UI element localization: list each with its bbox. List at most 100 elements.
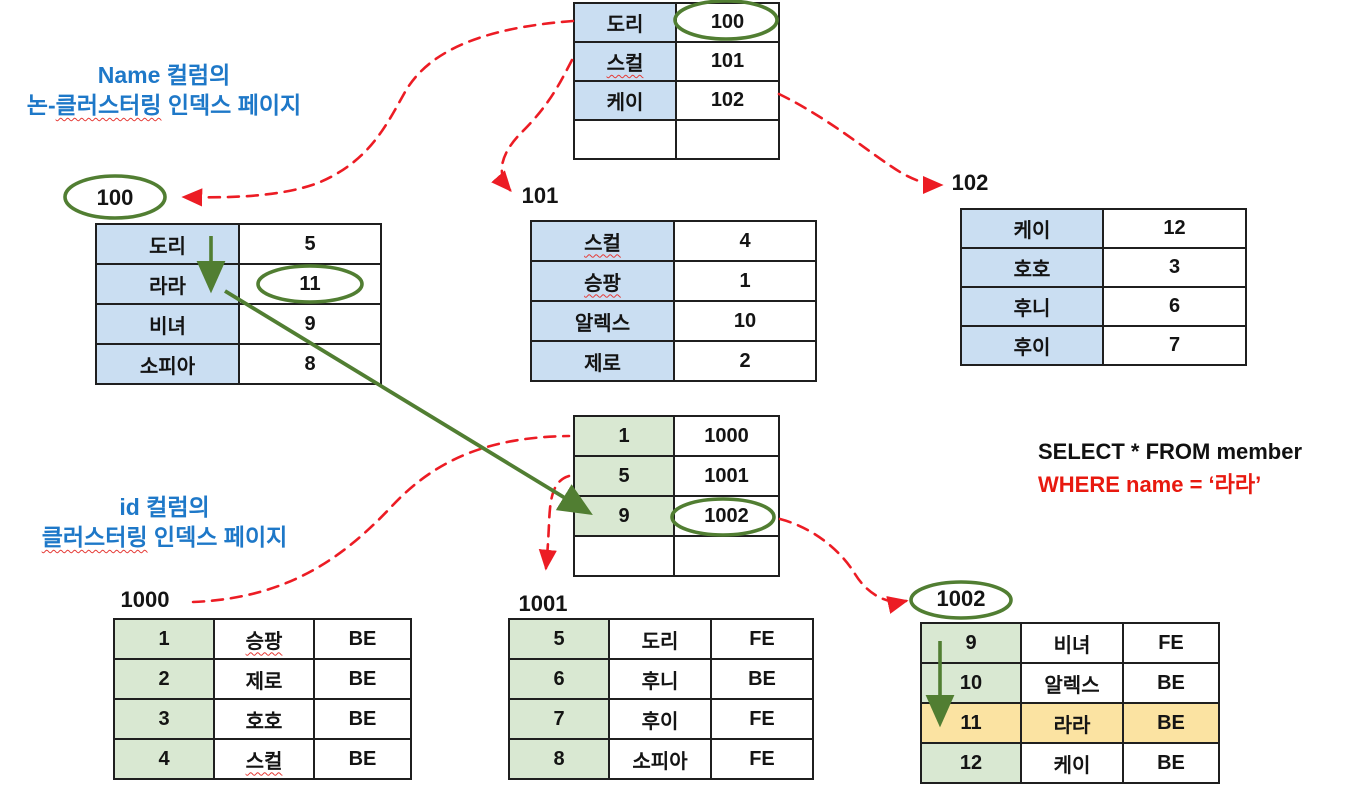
key-cell: 후이: [960, 325, 1104, 366]
value-cell: 1002: [673, 495, 780, 537]
name-index-heading-line2: 논-클러스터링 인덱스 페이지: [26, 92, 302, 118]
name-index-heading: Name 컬럼의 논-클러스터링 인덱스 페이지: [8, 60, 320, 120]
team-cell: FE: [1122, 622, 1220, 664]
team-cell: BE: [1122, 662, 1220, 704]
value-cell: 3: [1102, 247, 1247, 288]
id-index-heading: id 컬럼의 클러스터링 인덱스 페이지: [12, 492, 317, 552]
name-cell: 후이: [608, 698, 712, 740]
key-cell: [573, 535, 675, 577]
table-row highlighted-result-row: 11라라BE: [920, 702, 1220, 744]
id-index-heading-line2: 클러스터링 인덱스 페이지: [41, 524, 288, 550]
team-cell: BE: [313, 618, 412, 660]
page-label-101: 101: [521, 183, 559, 208]
team-cell: BE: [1122, 742, 1220, 784]
key-cell: 케이: [960, 208, 1104, 249]
team-cell: BE: [313, 658, 412, 700]
key-cell: 알렉스: [530, 300, 675, 342]
key-cell: [573, 119, 677, 160]
team-cell: BE: [1122, 702, 1220, 744]
key-cell: 제로: [530, 340, 675, 382]
value-cell: 9: [238, 303, 382, 345]
key-cell: 도리: [95, 223, 240, 265]
team-cell: BE: [710, 658, 814, 700]
value-cell: 1000: [673, 415, 780, 457]
value-cell: 8: [238, 343, 382, 385]
key-cell: 스컬: [530, 220, 675, 262]
id-cell: 4: [113, 738, 215, 780]
id-cell: 3: [113, 698, 215, 740]
arrow-root-to-page102: [777, 92, 944, 195]
id-cell: 2: [113, 658, 215, 700]
key-cell: 호호: [960, 247, 1104, 288]
name-cell: 후니: [608, 658, 712, 700]
name-cell: 스컬: [213, 738, 315, 780]
key-cell: 스컬: [573, 41, 677, 82]
value-cell: 11: [238, 263, 382, 305]
id-index-heading-line1: id 컬럼의: [119, 494, 210, 520]
arrow-idroot-to-page1001: [538, 474, 571, 571]
name-cell: 호호: [213, 698, 315, 740]
value-cell: 6: [1102, 286, 1247, 327]
id-cell: 8: [508, 738, 610, 780]
name-cell: 비녀: [1020, 622, 1124, 664]
page-label-102: 102: [951, 170, 989, 195]
id-cell: 12: [920, 742, 1022, 784]
name-cell: 도리: [608, 618, 712, 660]
key-cell: 소피아: [95, 343, 240, 385]
key-cell: 케이: [573, 80, 677, 121]
team-cell: BE: [313, 738, 412, 780]
value-cell: 2: [673, 340, 817, 382]
id-cell: 6: [508, 658, 610, 700]
name-cell: 알렉스: [1020, 662, 1124, 704]
team-cell: FE: [710, 618, 814, 660]
value-cell: 5: [238, 223, 382, 265]
page-label-1001: 1001: [518, 591, 568, 616]
value-cell: 1: [673, 260, 817, 302]
key-cell: 비녀: [95, 303, 240, 345]
value-cell: [673, 535, 780, 577]
name-cell: 라라: [1020, 702, 1124, 744]
key-cell: 승팡: [530, 260, 675, 302]
key-cell: 1: [573, 415, 675, 457]
table-row: [573, 119, 780, 160]
sql-query-where-line: WHERE name = ‘라라’: [1038, 472, 1262, 497]
id-cell: 9: [920, 622, 1022, 664]
name-cell: 케이: [1020, 742, 1124, 784]
value-cell: 101: [675, 41, 780, 82]
value-cell: [675, 119, 780, 160]
value-cell: 10: [673, 300, 817, 342]
name-cell: 승팡: [213, 618, 315, 660]
id-cell: 10: [920, 662, 1022, 704]
arrow-idroot-to-page1002: [778, 517, 909, 614]
